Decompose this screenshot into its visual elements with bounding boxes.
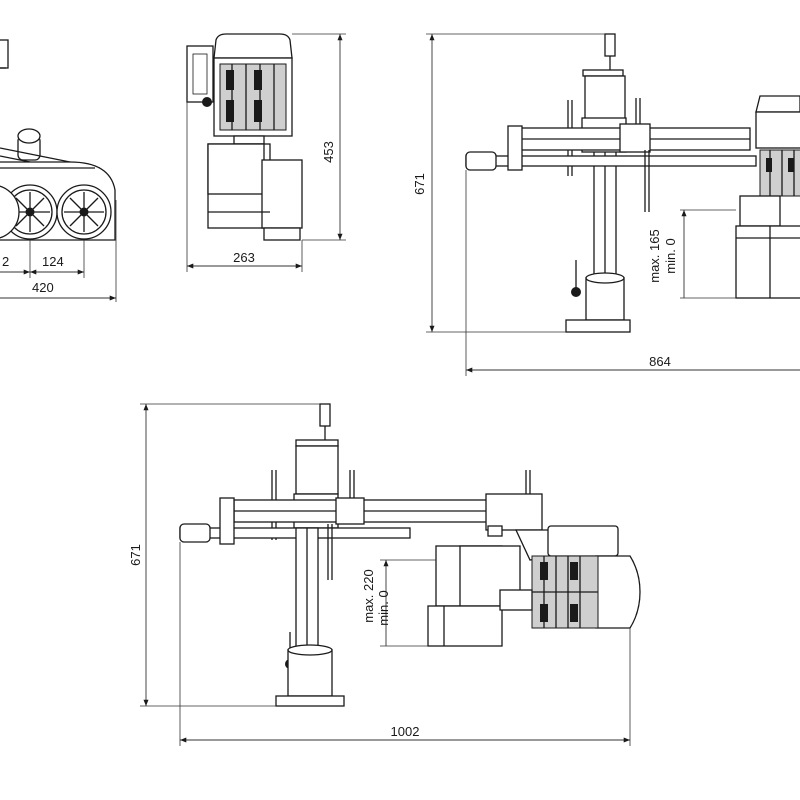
dim-view3-max: max. 165 bbox=[647, 229, 662, 282]
dim-view2-width: 263 bbox=[233, 250, 255, 265]
view-front-rollers: 2 124 420 bbox=[0, 39, 117, 302]
roller-left-icon bbox=[2, 184, 58, 240]
dim-view2-height: 453 bbox=[321, 141, 336, 163]
view-side: 453 263 bbox=[186, 33, 346, 272]
roller-right-icon bbox=[56, 184, 112, 240]
view-top-right: 671 max. 165 min. 0 864 bbox=[412, 33, 800, 376]
dim-view1-w1: 2 bbox=[2, 254, 9, 269]
dim-view3-height: 671 bbox=[412, 173, 427, 195]
view-bottom: 671 max. 220 min. 0 1002 bbox=[128, 403, 641, 746]
dim-view4-min: min. 0 bbox=[376, 590, 391, 625]
dim-view1-w2: 124 bbox=[42, 254, 64, 269]
dim-view1-total: 420 bbox=[32, 280, 54, 295]
dim-view3-min: min. 0 bbox=[663, 238, 678, 273]
dim-view4-max: max. 220 bbox=[361, 569, 376, 622]
dim-view4-height: 671 bbox=[128, 544, 143, 566]
dim-view4-width: 1002 bbox=[391, 724, 420, 739]
dim-view3-width: 864 bbox=[649, 354, 671, 369]
